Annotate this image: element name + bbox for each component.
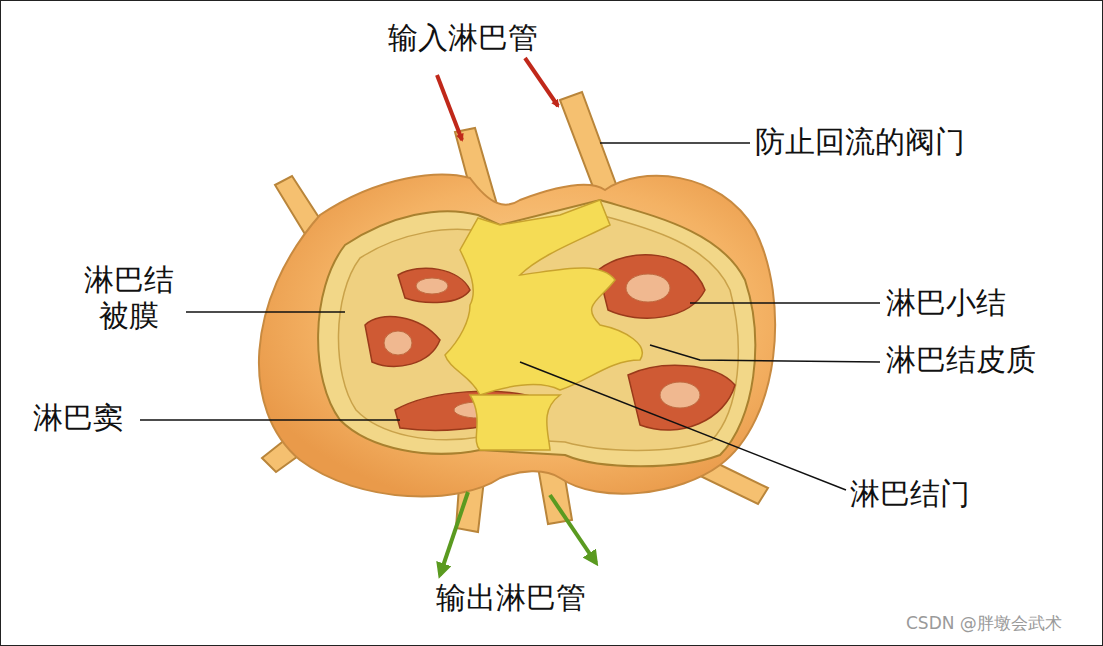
hilum-label: 淋巴结门 — [850, 476, 970, 512]
valve-label: 防止回流的阀门 — [755, 124, 965, 160]
nodule-label: 淋巴小结 — [886, 285, 1006, 321]
vessel-label: 输出淋巴管 — [436, 580, 586, 616]
cortex-label: 淋巴结皮质 — [886, 342, 1036, 378]
sinus-label: 淋巴窦 — [33, 400, 123, 436]
watermark: CSDN @胖墩会武术 — [906, 613, 1062, 633]
vessel-label: 输入淋巴管 — [388, 20, 538, 56]
capsule-label: 淋巴结 被膜 — [70, 262, 188, 334]
